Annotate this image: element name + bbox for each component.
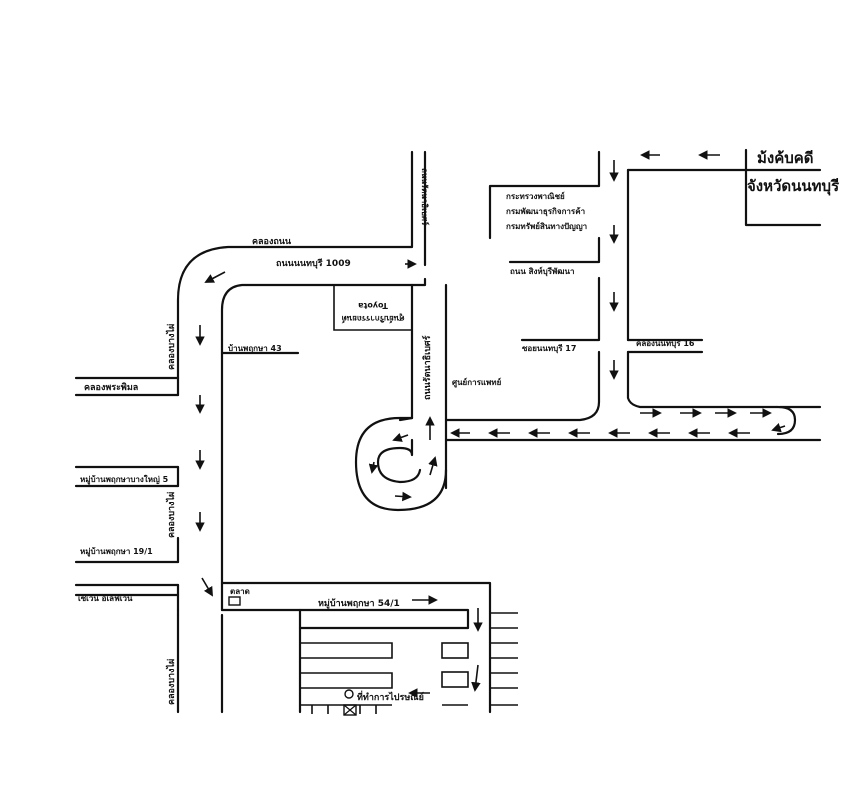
label-left-canal-a: คลองบางไผ่ xyxy=(165,324,177,370)
left-side-roads xyxy=(74,376,180,617)
bottom-blocks xyxy=(300,612,518,714)
label-district-office: ที่ทำการไปรษณีย์ xyxy=(357,690,424,703)
central-vertical-road xyxy=(398,150,448,490)
toyota-line2: ศูนย์บริการรถยนต์ xyxy=(342,313,405,324)
label-pakkret-road: ถนน สิงห์บุรีพัฒนา xyxy=(510,266,574,277)
label-road-1009: ถนนนนทบุรี 1009 xyxy=(276,258,351,269)
map-labels: ม้งค้บคดี จังหวัดนนทบุรี กระทรวงพาณิชย์ … xyxy=(78,149,840,705)
label-village-5: หมู่บ้านพฤกษาบางใหญ่ 5 xyxy=(80,474,169,485)
label-left-canal-b: คลองบางไผ่ xyxy=(165,492,177,538)
left-vertical-road xyxy=(176,338,224,714)
top-left-curved-road xyxy=(176,150,427,380)
agency-line3: กรมทรัพย์สินทางปัญญา xyxy=(506,221,587,232)
agency-line1: กระทรวงพาณิชย์ xyxy=(506,191,565,201)
right-roads xyxy=(444,148,822,442)
label-khlong-thaphan: คลองพระพิมล xyxy=(84,382,138,393)
label-soi-43: บ้านพฤกษา 43 xyxy=(228,343,282,353)
agency-line2: กรมพัฒนาธุรกิจการค้า xyxy=(506,206,585,217)
label-market: ตลาด xyxy=(230,587,250,596)
crossed-box-icon xyxy=(343,704,357,716)
toyota-line1: Toyota xyxy=(358,301,388,310)
post-office-icon xyxy=(344,689,354,699)
market-icon xyxy=(228,596,241,606)
label-left-canal-c: คลองบางไผ่ xyxy=(165,659,177,705)
label-top-canal: คลองถนน xyxy=(252,237,292,247)
court-line2: จังหวัดนนทบุรี xyxy=(747,177,840,196)
toyota-box: Toyota ศูนย์บริการรถยนต์ xyxy=(333,285,412,331)
u-turn-loop xyxy=(354,416,448,512)
label-vertical-main: ถนนรัตนาธิเบศร์ xyxy=(421,335,433,400)
landmark-symbols xyxy=(228,596,357,716)
label-vertical-top: ถนนรัตนาธิเบศร์ xyxy=(420,168,430,226)
label-nonthaburi-17: ซอยนนทบุรี 17 xyxy=(522,343,576,354)
label-village-54: หมู่บ้านพฤกษา 54/1 xyxy=(318,598,400,609)
label-seven-eleven: เซเว่น อีเลฟเว่น xyxy=(78,593,133,603)
bottom-road xyxy=(220,581,492,714)
court-line1: ม้งค้บคดี xyxy=(757,149,814,167)
route-arrows xyxy=(195,150,786,698)
label-hospital: ศูนย์การแพทย์ xyxy=(452,377,502,388)
label-nonthaburi-16: คลองนนทบุรี 16 xyxy=(636,338,695,349)
label-village-19: หมู่บ้านพฤกษา 19/1 xyxy=(80,546,153,557)
